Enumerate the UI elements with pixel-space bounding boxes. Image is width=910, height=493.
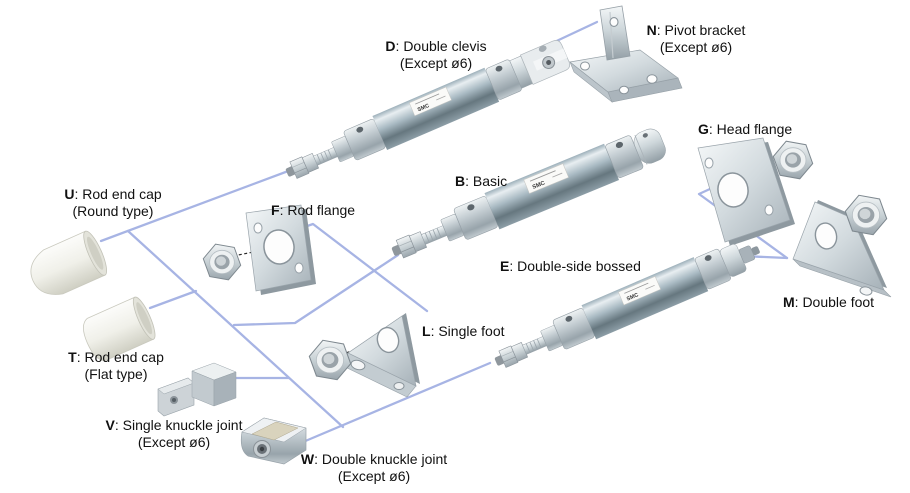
part-note: (Except ø6) <box>659 39 733 55</box>
part-key: N <box>646 22 657 38</box>
connector-line <box>99 168 293 243</box>
connector-line <box>148 289 198 310</box>
part-name: : Double clevis <box>395 38 487 54</box>
part-key: G <box>698 121 709 137</box>
part-name: : Double-side bossed <box>509 258 641 274</box>
cylinder-double-clevis <box>279 40 571 191</box>
label-double-knuckle-joint: W: Double knuckle joint (Except ø6) <box>301 451 447 485</box>
part-pivot-bracket <box>569 5 683 103</box>
label-rod-end-cap-flat: T: Rod end cap (Flat type) <box>68 349 164 383</box>
part-double-knuckle-joint <box>240 417 307 465</box>
part-key: E <box>500 258 510 274</box>
cylinder-double-side-bossed <box>488 244 760 380</box>
cylinder-basic <box>384 128 666 271</box>
label-single-foot: L: Single foot <box>422 323 505 340</box>
hex-nut-rod-flange <box>202 243 242 281</box>
part-rod-end-cap-round <box>30 230 107 295</box>
part-head-flange <box>697 137 795 246</box>
part-key: B <box>455 173 466 189</box>
part-name: : Pivot bracket <box>656 22 746 38</box>
connector-line <box>126 229 345 429</box>
label-pivot-bracket: N: Pivot bracket (Except ø6) <box>647 22 746 56</box>
part-name: : Head flange <box>708 121 793 137</box>
part-name: : Rod flange <box>279 202 356 218</box>
part-name: : Single knuckle joint <box>114 417 243 433</box>
label-rod-end-cap-round: U: Rod end cap (Round type) <box>64 186 161 220</box>
label-single-knuckle-joint: V: Single knuckle joint (Except ø6) <box>106 417 243 451</box>
part-note: (Round type) <box>72 203 154 219</box>
part-key: F <box>271 202 280 218</box>
part-double-foot <box>792 200 892 298</box>
part-note: (Except ø6) <box>399 55 473 71</box>
part-key: W <box>300 451 315 467</box>
label-double-foot: M: Double foot <box>783 294 874 311</box>
part-name: : Basic <box>465 173 508 189</box>
part-name: : Rod end cap <box>76 349 164 365</box>
label-basic: B: Basic <box>455 173 507 190</box>
part-key: D <box>385 38 396 54</box>
part-note: (Flat type) <box>84 366 148 382</box>
part-name: : Rod end cap <box>74 186 162 202</box>
part-name: : Single foot <box>430 323 505 339</box>
label-double-side-bossed: E: Double-side bossed <box>500 258 641 275</box>
part-note: (Except ø6) <box>137 434 211 450</box>
part-key: M <box>783 294 795 310</box>
hex-nut-single-foot <box>308 339 352 381</box>
part-note: (Except ø6) <box>337 468 411 484</box>
part-name: : Double foot <box>794 294 875 310</box>
connector-line <box>232 253 400 327</box>
label-double-clevis: D: Double clevis (Except ø6) <box>385 38 486 72</box>
hex-nut-head-flange <box>772 140 814 180</box>
hex-nut-double-foot <box>844 194 888 236</box>
part-name: : Double knuckle joint <box>314 451 448 467</box>
part-key: V <box>105 417 115 433</box>
part-rod-end-cap-flat <box>82 296 156 361</box>
part-single-knuckle-joint <box>157 362 237 417</box>
part-single-foot <box>338 313 420 398</box>
label-head-flange: G: Head flange <box>698 121 792 138</box>
label-rod-flange: F: Rod flange <box>271 202 355 219</box>
part-key: T <box>68 349 77 365</box>
part-rod-flange <box>245 204 316 295</box>
connector-line <box>301 361 492 444</box>
part-key: L <box>422 323 431 339</box>
part-key: U <box>64 186 75 202</box>
